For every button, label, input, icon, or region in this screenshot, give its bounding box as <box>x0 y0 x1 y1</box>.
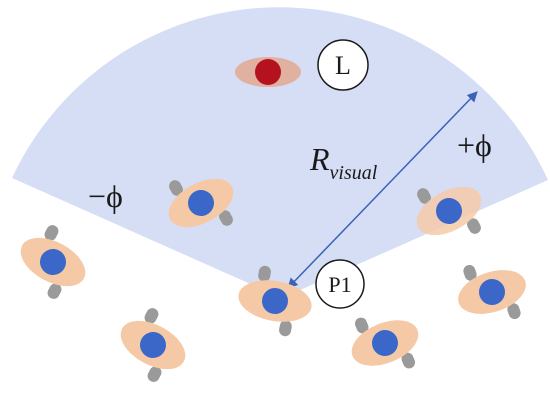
agent-head <box>40 249 66 275</box>
agent-foot <box>44 225 59 241</box>
negative-angle-label: −ϕ <box>88 178 123 214</box>
pedestrian-label: P1 <box>315 259 365 309</box>
agent-head <box>188 190 214 216</box>
agent-foot <box>463 264 477 281</box>
agent-bottom-middle <box>351 317 419 369</box>
agent-foot <box>169 180 183 196</box>
agent-foot <box>219 210 233 226</box>
agent-foot <box>507 303 521 320</box>
agent-foot <box>417 188 431 204</box>
agent-foot <box>354 317 369 334</box>
agent-foot <box>467 218 481 234</box>
agent-left-2 <box>120 308 186 382</box>
agent-foot <box>147 366 162 382</box>
agent-upper-left <box>168 178 234 228</box>
agent-head <box>479 279 505 305</box>
agent-head <box>140 332 166 358</box>
agent-right-inside <box>416 186 482 236</box>
agent-right <box>458 264 526 320</box>
svg-text:P1: P1 <box>328 272 351 297</box>
radius-label: Rvisual <box>309 141 378 184</box>
agent-foot <box>144 308 159 324</box>
agent-head <box>372 330 398 356</box>
agent-foot <box>258 265 271 282</box>
svg-text:L: L <box>335 51 351 80</box>
agent-foot <box>47 283 62 299</box>
leader-agent <box>235 57 301 87</box>
agent-head <box>262 288 288 314</box>
agent-foot <box>401 352 416 369</box>
agent-left-1 <box>20 225 86 299</box>
radius-arrow <box>287 91 478 289</box>
agent-foot <box>279 320 292 337</box>
positive-angle-label: +ϕ <box>457 127 492 163</box>
leader-label: L <box>317 39 369 91</box>
agent-head <box>436 198 462 224</box>
leader-head <box>255 59 281 85</box>
agent-p1 <box>238 265 312 337</box>
